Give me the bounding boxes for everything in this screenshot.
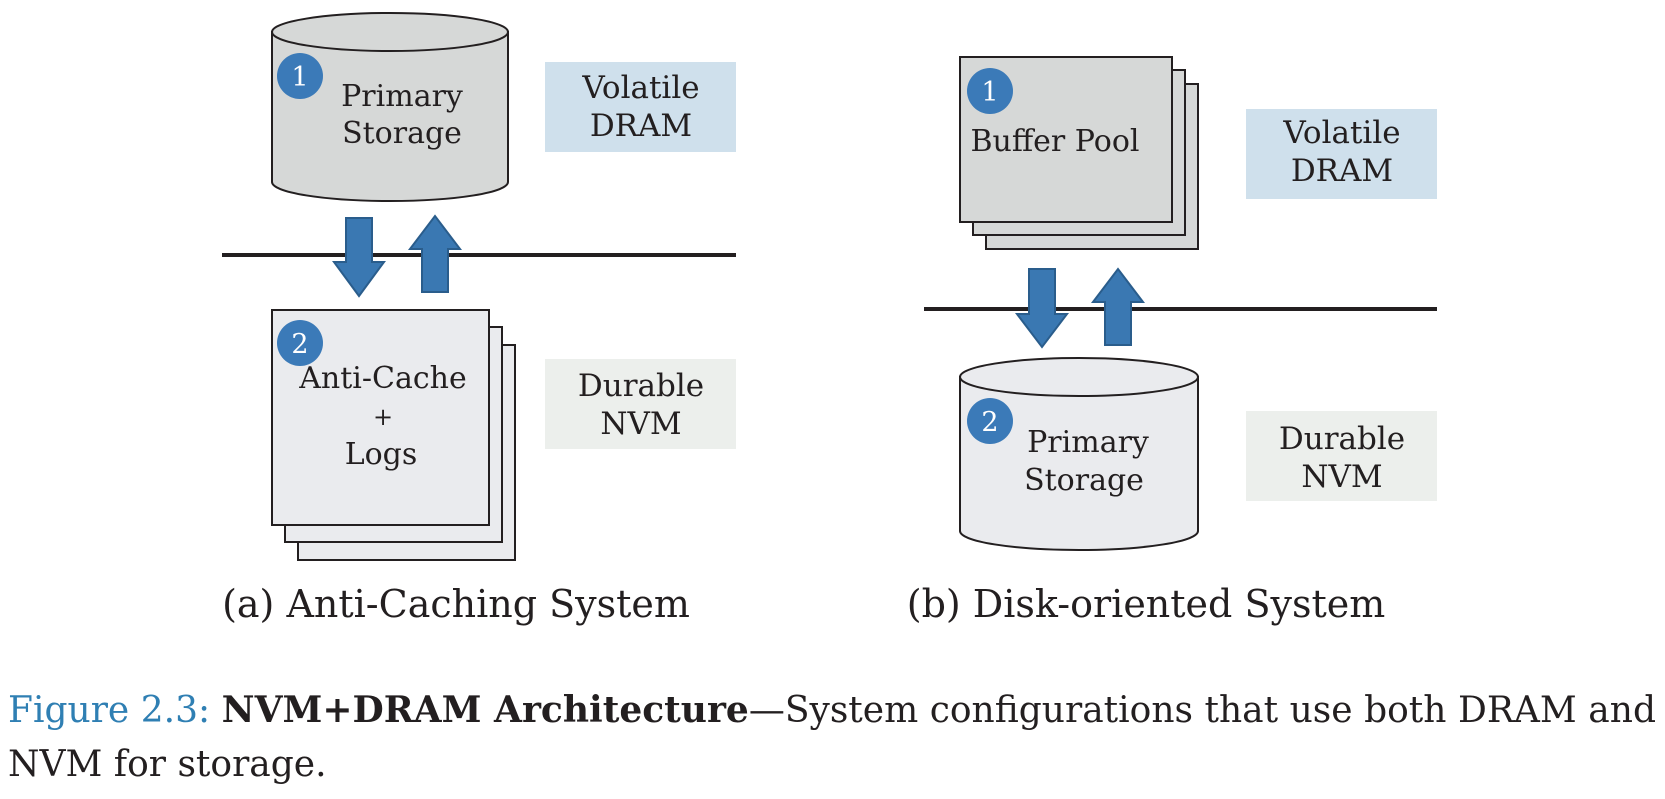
- stacked-pages-icon: [271, 309, 516, 561]
- panel-a-dram-label: DRAM: [590, 108, 692, 144]
- panel-b-dram-label: DRAM: [1291, 153, 1393, 189]
- panel-b-primary-storage: 2 Primary Storage: [959, 357, 1199, 551]
- panel-a: Volatile DRAM Durable NVM 1 Primary Stor…: [222, 12, 736, 626]
- figure-title: NVM+DRAM Architecture: [221, 689, 749, 731]
- figure-label: Figure 2.3:: [8, 690, 211, 731]
- panel-a-nvm-label: NVM: [600, 406, 681, 442]
- panel-b-buffer-pool: 1 Buffer Pool: [959, 56, 1199, 250]
- panel-a-storage-label: Storage: [342, 116, 462, 151]
- figure-caption: Figure 2.3: NVM+DRAM Architecture—System…: [8, 683, 1656, 792]
- step-badge-2: 2: [967, 398, 1013, 444]
- panel-a-volatile-dram-region: Volatile DRAM: [545, 62, 736, 152]
- panel-b-durable-nvm-region: Durable NVM: [1246, 411, 1437, 501]
- panel-b-storage-label: Storage: [1024, 463, 1144, 498]
- panel-b-primary-label: Primary: [1027, 425, 1149, 460]
- panel-b-badge-2-number: 2: [981, 407, 998, 438]
- step-badge-1: 1: [277, 53, 323, 99]
- panel-a-anti-cache-logs: 2 Anti-Cache + Logs: [271, 309, 516, 561]
- panel-a-caption: (a) Anti-Caching System: [222, 582, 690, 626]
- panel-b-durable-label: Durable: [1279, 421, 1405, 457]
- panel-b-caption: (b) Disk-oriented System: [907, 582, 1386, 626]
- panel-a-badge-1-number: 1: [291, 62, 308, 93]
- panel-b-nvm-label: NVM: [1301, 459, 1382, 495]
- figure-description: —System configurations that use both DRA…: [8, 690, 1656, 785]
- panel-a-anti-cache-label: Anti-Cache: [298, 361, 467, 396]
- panel-b-volatile-label: Volatile: [1282, 115, 1400, 151]
- panel-a-durable-label: Durable: [578, 368, 704, 404]
- panel-b-up-arrow-icon: [1090, 267, 1146, 346]
- panel-a-plus-label: +: [373, 403, 393, 431]
- panel-a-volatile-label: Volatile: [581, 70, 699, 106]
- panel-a-up-arrow-icon: [407, 214, 463, 293]
- architecture-diagram: Volatile DRAM Durable NVM 1 Primary Stor…: [222, 12, 1437, 626]
- panel-b: Volatile DRAM Durable NVM 1 Buffer Pool: [907, 56, 1437, 626]
- panel-a-durable-nvm-region: Durable NVM: [545, 359, 736, 449]
- panel-a-logs-label: Logs: [345, 437, 418, 472]
- step-badge-2: 2: [277, 320, 323, 366]
- panel-a-down-arrow-icon: [332, 217, 386, 298]
- panel-b-buffer-pool-label: Buffer Pool: [971, 124, 1140, 159]
- step-badge-1: 1: [967, 68, 1013, 114]
- panel-b-down-arrow-icon: [1014, 268, 1070, 349]
- panel-b-volatile-dram-region: Volatile DRAM: [1246, 109, 1437, 199]
- panel-a-badge-2-number: 2: [291, 329, 308, 360]
- panel-a-primary-label: Primary: [341, 79, 463, 114]
- cylinder-icon: [271, 12, 509, 202]
- panel-a-primary-storage: 1 Primary Storage: [271, 12, 509, 202]
- panel-b-badge-1-number: 1: [981, 77, 998, 108]
- cylinder-icon: [959, 357, 1199, 551]
